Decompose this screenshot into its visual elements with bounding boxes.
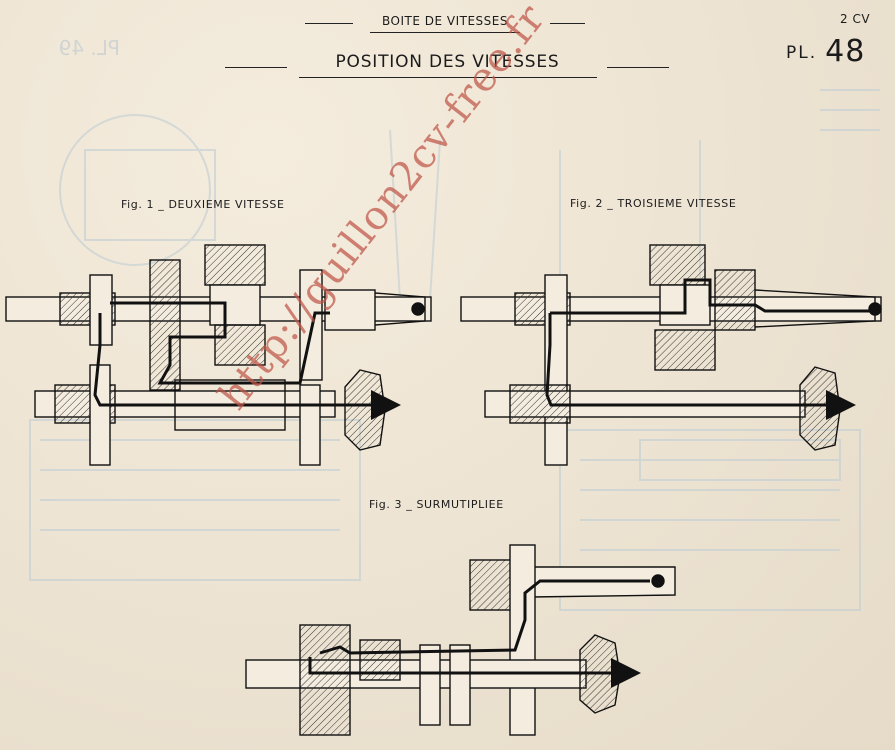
title-rule-left [225,67,287,68]
figure-2-caption: Fig. 2 _ TROISIEME VITESSE [570,197,737,210]
section-title: BOITE DE VITESSES [382,14,508,28]
page-title-block: POSITION DES VITESSES [225,48,670,82]
page-title: POSITION DES VITESSES [335,52,560,72]
figure-2-gearbox-drawing [460,244,882,466]
svg-text:PL. 49: PL. 49 [59,36,120,60]
title-rule-right [607,67,669,68]
header-rule-left [305,23,353,24]
figure-1-gearbox-drawing [5,244,432,466]
model-label: 2 CV [840,12,871,26]
plate-value: 48 [825,34,866,69]
figure-1-caption: Fig. 1 _ DEUXIEME VITESSE [121,198,285,211]
plate-prefix: PL. [786,43,818,63]
section-underline [370,32,520,33]
section-header: BOITE DE VITESSES [300,10,590,34]
title-underline [299,77,597,78]
figure-3-gearbox-drawing [245,544,676,736]
figure-3-caption: Fig. 3 _ SURMUTIPLIEE [369,498,504,511]
plate-number: PL. 48 [786,34,865,69]
header-rule-right [550,23,585,24]
